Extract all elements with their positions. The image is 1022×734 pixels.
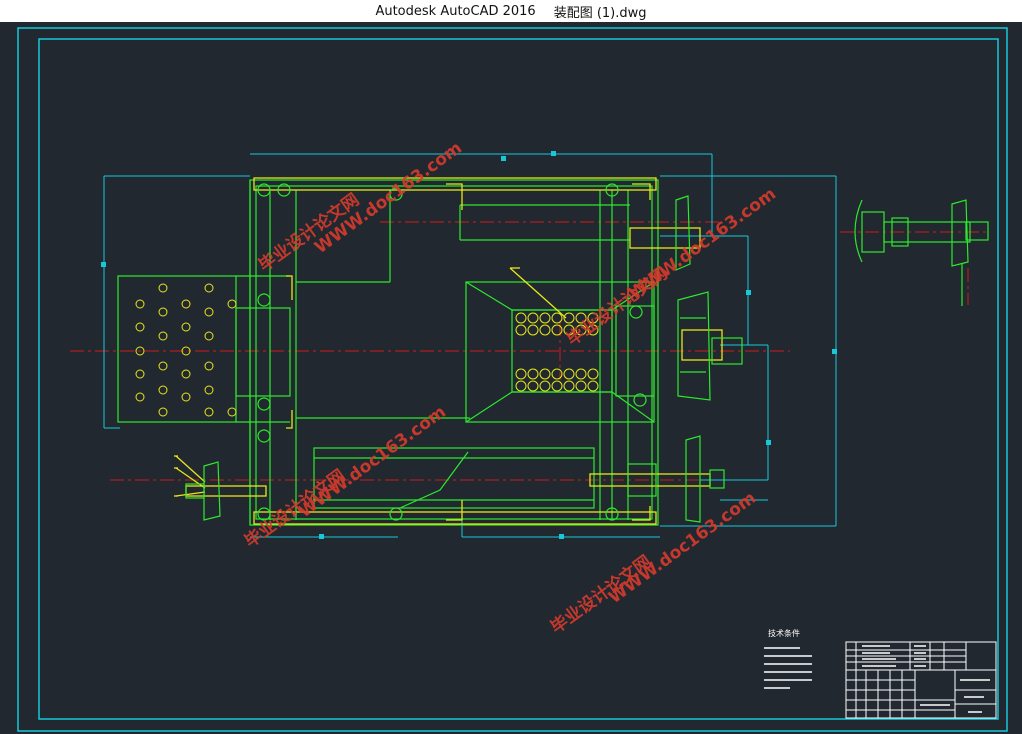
title-block <box>845 641 997 719</box>
watermark-4: 毕业设计论文网 <box>563 263 672 350</box>
yellow-accents <box>174 177 723 525</box>
watermark-1: WWW.doc163.com <box>311 138 466 258</box>
watermark-8: 毕业设计论文网 <box>547 551 656 638</box>
inner-frame <box>38 38 999 720</box>
bearing-bolts <box>257 183 647 521</box>
right-pulleys <box>627 195 743 523</box>
center-lines <box>70 221 990 481</box>
drawing-canvas[interactable]: WWW.doc163.com 毕业设计论文网 WWW.doc163.com 毕业… <box>0 22 1022 734</box>
title-block-text <box>862 645 990 713</box>
cad-drawing: WWW.doc163.com 毕业设计论文网 WWW.doc163.com 毕业… <box>17 27 1008 732</box>
chain-rollers <box>515 312 599 392</box>
file-name: 装配图 (1).dwg <box>553 5 647 21</box>
dimension-marks <box>101 151 837 539</box>
left-pulley <box>185 461 221 521</box>
main-housing <box>117 179 659 526</box>
outer-frame <box>17 27 1008 732</box>
app-title: Autodesk AutoCAD 2016 <box>375 3 536 19</box>
detail-view <box>854 199 989 306</box>
plate-holes <box>135 283 237 417</box>
watermarks: WWW.doc163.com 毕业设计论文网 WWW.doc163.com 毕业… <box>241 138 780 638</box>
tech-notes-title: 技术条件 <box>768 628 800 638</box>
tech-notes: 技术条件 <box>764 628 812 689</box>
window-titlebar: Autodesk AutoCAD 2016 装配图 (1).dwg <box>0 0 1022 22</box>
